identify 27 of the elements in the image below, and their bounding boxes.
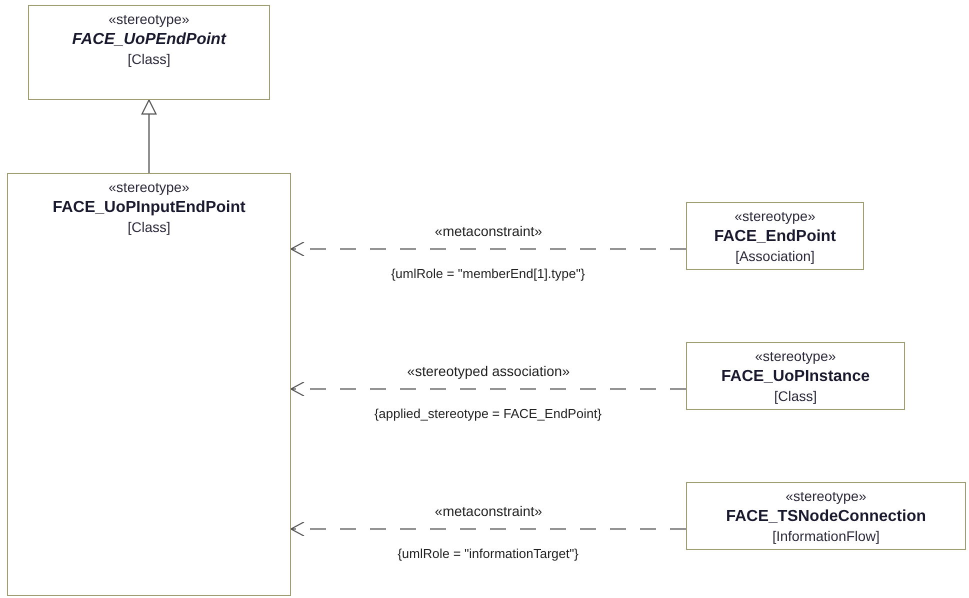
metaclass-text: [Class]	[128, 50, 170, 69]
metaclass-text: [Class]	[774, 387, 817, 406]
dependency-arrow	[290, 241, 686, 257]
stereotype-text: «stereotype»	[734, 207, 816, 226]
constraint-label: {applied_stereotype = FACE_EndPoint}	[374, 406, 602, 422]
class-name: FACE_EndPoint	[714, 227, 836, 247]
class-name: FACE_TSNodeConnection	[726, 507, 926, 527]
metaclass-text: [InformationFlow]	[772, 527, 880, 546]
class-box	[28, 5, 270, 100]
class-box	[686, 202, 864, 270]
dependency-arrow	[290, 381, 686, 397]
stereotype-text: «stereotype»	[755, 347, 836, 366]
constraint-label: {umlRole = "informationTarget"}	[398, 546, 578, 562]
generalization-arrow	[141, 99, 157, 173]
stereotype-text: «stereotype»	[108, 10, 190, 29]
class-box	[686, 342, 905, 410]
class-name: FACE_UoPInputEndPoint	[52, 198, 246, 218]
stereotype-text: «stereotype»	[786, 487, 866, 506]
class-box	[686, 482, 966, 550]
metaclass-text: [Association]	[735, 247, 815, 266]
metaclass-text: [Class]	[128, 218, 170, 237]
class-name: FACE_UoPEndPoint	[72, 30, 226, 50]
dependency-arrow	[290, 521, 686, 537]
class-box	[7, 173, 291, 596]
constraint-label: {umlRole = "memberEnd[1].type"}	[391, 266, 585, 282]
class-name: FACE_UoPInstance	[721, 367, 870, 387]
stereotype-text: «stereotype»	[108, 178, 190, 197]
